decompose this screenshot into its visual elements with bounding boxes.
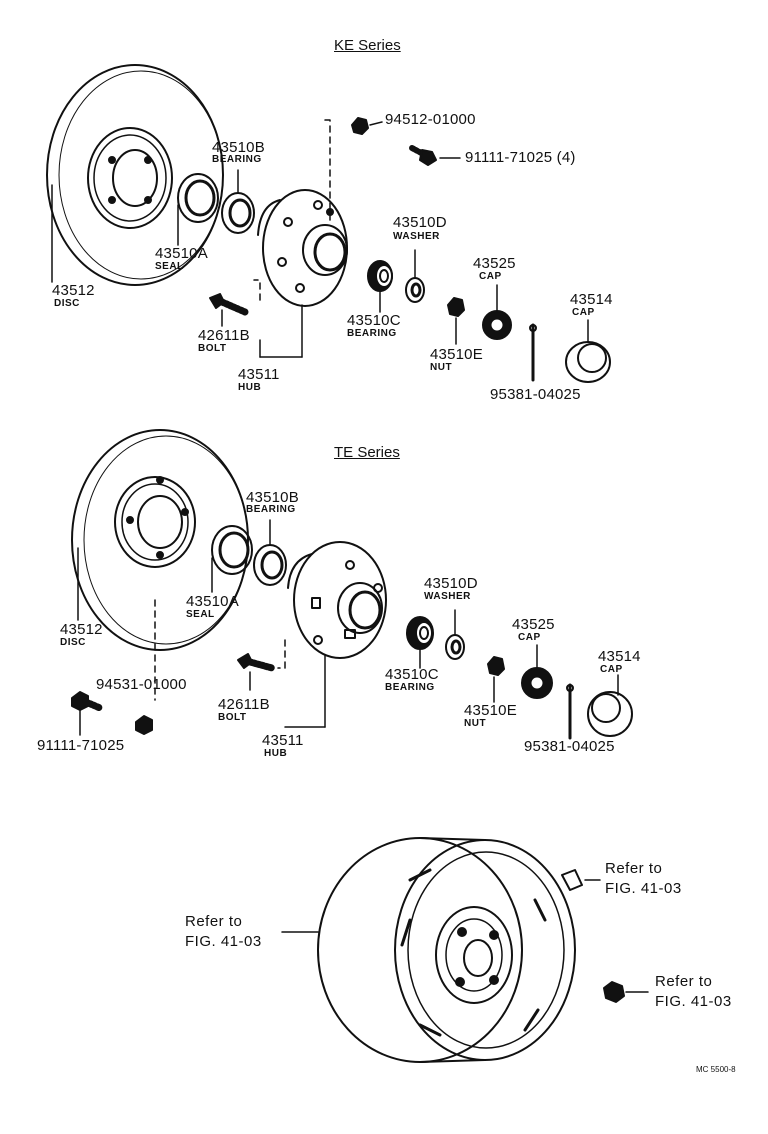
te-label-43510d: 43510D [424,575,478,592]
te-label-43514: 43514 [598,648,641,665]
te-bolt-91111 [71,691,104,736]
ke-label-bolt: BOLT [198,343,227,354]
te-label-43510e: 43510E [464,702,517,719]
te-label-42611b: 42611B [218,696,270,713]
te-label-43525: 43525 [512,616,555,633]
te-label-91111: 91111-71025 [37,737,125,754]
te-label-cap-514: CAP [600,664,623,675]
te-pin-95381 [566,683,574,740]
drawing-code: MC 5500-8 [696,1065,736,1074]
ke-disc [46,64,224,286]
te-label-94531: 94531-01000 [96,676,187,693]
wheel-ref-top-line1: Refer to [605,860,663,877]
te-cap-43525 [521,644,553,699]
ke-label-43525: 43525 [473,255,516,272]
ke-dashed-leaders [253,119,331,301]
te-disc [71,429,249,701]
ke-label-43510e: 43510E [430,346,483,363]
te-bearing-b [253,519,287,586]
ke-label-bearing-c: BEARING [347,328,397,339]
ke-label-43514: 43514 [570,291,613,308]
ke-label-43511: 43511 [238,366,280,383]
ke-label-43510b: 43510B [212,139,265,156]
te-label-washer: WASHER [424,591,471,602]
wheel-ref-right-line1: Refer to [655,973,713,990]
ke-nut-43510e [447,297,465,345]
ke-bolt-91111 [409,145,461,166]
wheel-nut [603,981,649,1003]
wheel-ref-left-line1: Refer to [185,913,243,930]
ke-label-95381: 95381-04025 [490,386,581,403]
te-nut-94531 [135,715,153,735]
te-label-bolt: BOLT [218,712,247,723]
te-seal [211,525,253,593]
te-label-43511: 43511 [262,732,304,749]
ke-label-43510d: 43510D [393,214,447,231]
ke-hub [257,189,348,358]
te-label-disc: DISC [60,637,86,648]
te-label-cap-525: CAP [518,632,541,643]
te-bolt-42611b [237,653,276,691]
te-label-nut: NUT [464,718,487,729]
wheel-ref-right-line2: FIG. 41-03 [655,993,732,1010]
te-series-title: TE Series [334,444,400,461]
te-nut-43510e [487,656,505,703]
ke-label-disc: DISC [54,298,80,309]
ke-label-94512: 94512-01000 [385,111,476,128]
ke-label-42611b: 42611B [198,327,250,344]
te-label-43512: 43512 [60,621,103,638]
ke-cap-43525 [482,284,512,340]
ke-label-43512: 43512 [52,282,95,299]
te-label-bearing-c: BEARING [385,682,435,693]
te-label-43510c: 43510C [385,666,439,683]
ke-washer [405,249,425,303]
ke-bearing-b [221,169,255,234]
ke-label-43510c: 43510C [347,312,401,329]
ke-label-seal: SEAL [155,261,184,272]
wheel [317,837,576,1063]
te-label-seal: SEAL [186,609,215,620]
te-label-bearing-b: BEARING [246,504,296,515]
wheel-valve [561,869,601,891]
ke-label-bearing-b: BEARING [212,154,262,165]
ke-pin-95381 [529,323,537,382]
ke-label-91111: 91111-71025 (4) [465,149,576,166]
te-cap-43514 [587,674,633,737]
ke-label-cap-514: CAP [572,307,595,318]
ke-series-title: KE Series [334,37,401,54]
wheel-ref-top-line2: FIG. 41-03 [605,880,682,897]
ke-label-cap-525: CAP [479,271,502,282]
te-label-43510b: 43510B [246,489,299,506]
ke-nut-94512 [351,117,383,135]
te-label-43510a: 43510A [186,593,239,610]
wheel-ref-left-line2: FIG. 41-03 [185,933,262,950]
ke-label-washer: WASHER [393,231,440,242]
ke-bolt-42611b [209,293,249,327]
ke-label-43510a: 43510A [155,245,208,262]
ke-label-nut: NUT [430,362,453,373]
te-label-95381: 95381-04025 [524,738,615,755]
ke-seal [177,173,219,246]
te-label-hub: HUB [264,748,288,759]
ke-cap-43514 [565,319,611,383]
te-bearing-c [406,616,434,669]
ke-bearing-c [367,260,393,313]
te-hub [277,541,387,728]
te-washer [445,609,465,660]
ke-label-hub: HUB [238,382,262,393]
